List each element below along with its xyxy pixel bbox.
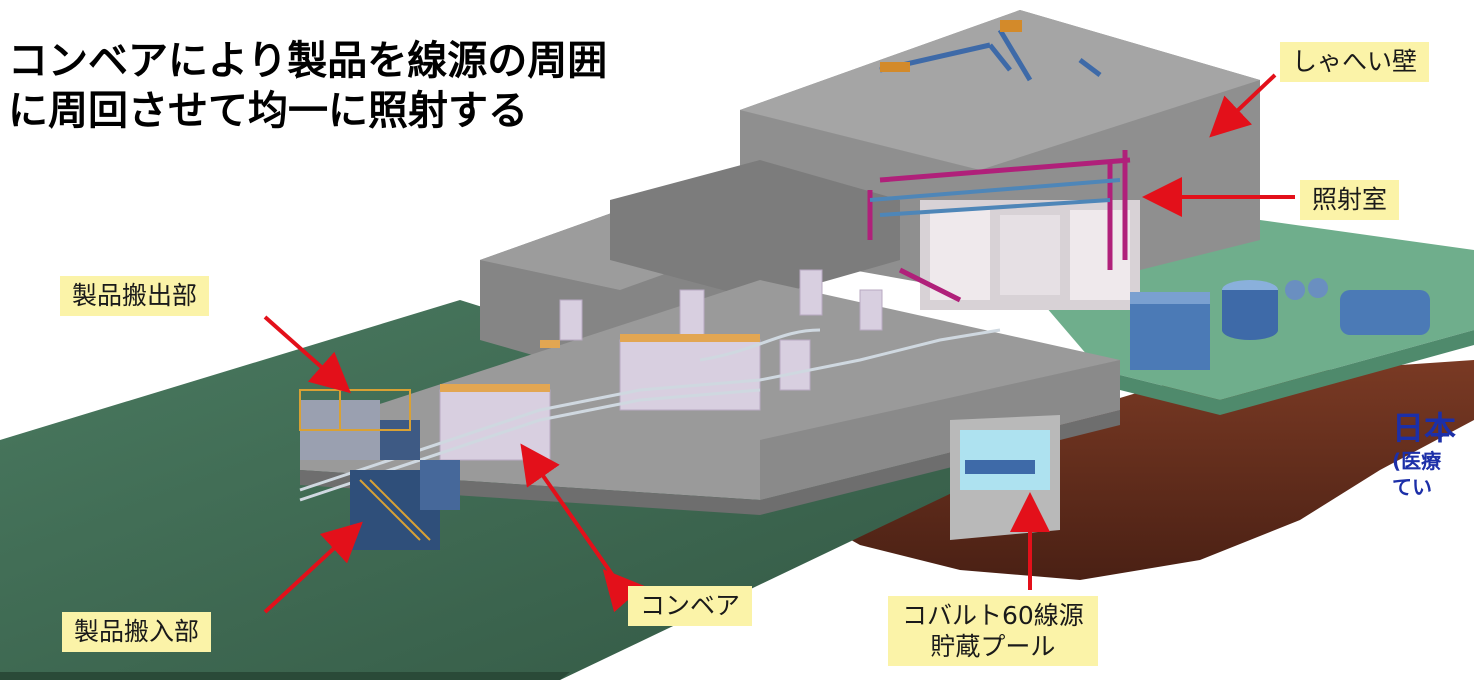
pointer-arrows <box>263 73 1295 614</box>
overhead-cranes <box>879 28 1102 82</box>
side-note-line-2: (医療 <box>1392 449 1442 473</box>
back-block-top <box>740 10 1260 170</box>
orange-tops <box>440 334 760 392</box>
arrow-conveyor-b <box>602 568 645 613</box>
headline-line-1: コンベアにより製品を線源の周囲 <box>8 38 608 84</box>
label-source-pool-line-2: 貯蔵プール <box>930 632 1056 661</box>
headline-line-2: に周回させて均一に照射する <box>8 88 528 134</box>
loading-station <box>350 460 460 550</box>
label-source-pool: コバルト60線源 貯蔵プール <box>888 596 1098 666</box>
maze-deck-edge <box>300 410 1120 515</box>
mid-block <box>610 160 900 300</box>
utility-equipment <box>1130 278 1430 370</box>
label-source-pool-line-1: コバルト60線源 <box>902 601 1084 630</box>
right-floor-edge <box>1100 330 1474 415</box>
unloading-station <box>299 389 420 460</box>
label-shield-wall: しゃへい壁 <box>1280 42 1430 82</box>
rack-rails <box>869 178 1121 217</box>
headline: コンベアにより製品を線源の周囲 に周回させて均一に照射する <box>8 36 607 136</box>
label-irradiation-room: 照射室 <box>1300 180 1400 220</box>
ground-slab-edge <box>0 672 570 680</box>
label-product-in: 製品搬入部 <box>62 612 212 652</box>
rack-frame <box>867 150 1131 303</box>
label-product-out: 製品搬出部 <box>60 276 210 316</box>
arrow-product-out <box>263 315 351 394</box>
side-note: 日本 (医療 てい <box>1392 408 1474 500</box>
label-conveyor: コンベア <box>628 586 753 626</box>
arrow-product-in <box>263 521 363 614</box>
side-note-line-3: てい <box>1392 475 1432 499</box>
source-rack <box>965 460 1035 474</box>
front-wall-right <box>760 360 1120 500</box>
side-note-line-1: 日本 <box>1392 409 1457 447</box>
arrow-shield-wall <box>1209 73 1277 138</box>
